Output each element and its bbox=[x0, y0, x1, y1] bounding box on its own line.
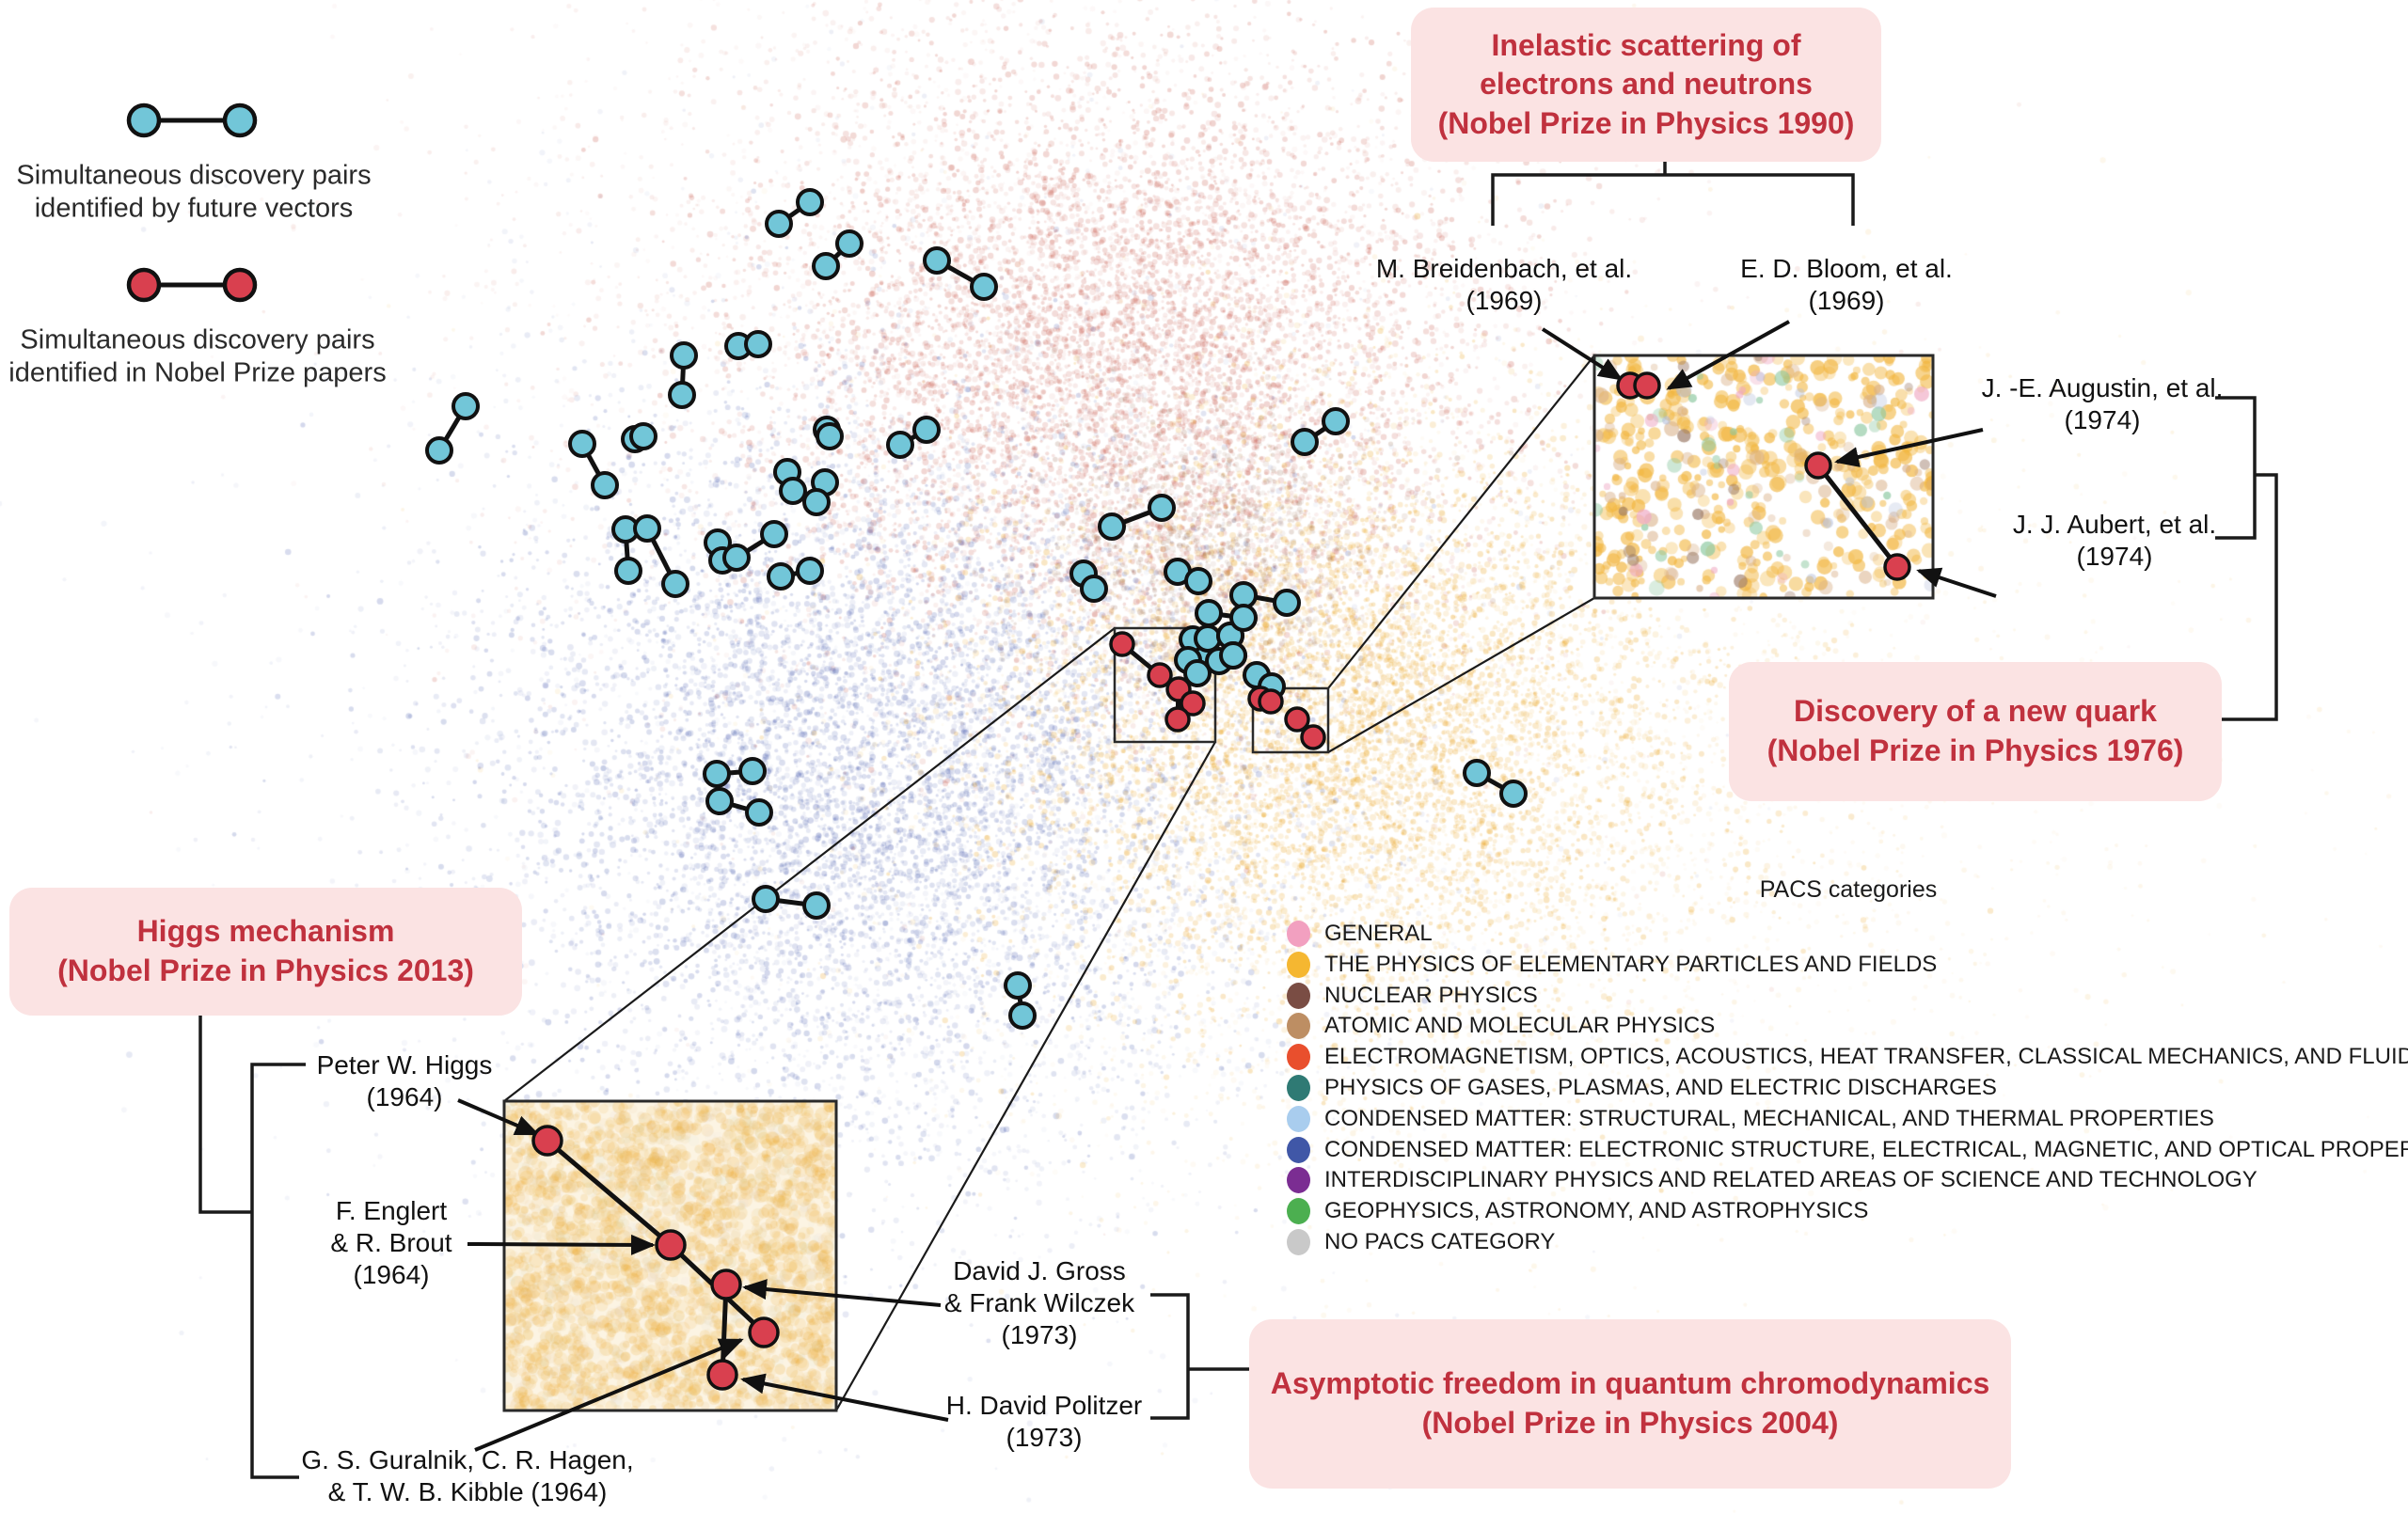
pacs-item-10: NO PACS CATEGORY bbox=[1287, 1227, 1555, 1257]
nobel-dot-icon bbox=[222, 267, 258, 303]
pacs-swatch-icon bbox=[1287, 921, 1310, 947]
pacs-swatch-icon bbox=[1287, 1229, 1310, 1255]
quark-inset-background bbox=[1594, 355, 1933, 598]
pacs-label: CONDENSED MATTER: ELECTRONIC STRUCTURE, … bbox=[1324, 1137, 2408, 1162]
pacs-item-1: THE PHYSICS OF ELEMENTARY PARTICLES AND … bbox=[1287, 950, 1937, 980]
callout-new-quark: Discovery of a new quark (Nobel Prize in… bbox=[1729, 662, 2222, 801]
pacs-item-4: ELECTROMAGNETISM, OPTICS, ACOUSTICS, HEA… bbox=[1287, 1042, 2408, 1072]
pacs-legend-title: PACS categories bbox=[1759, 876, 1938, 903]
pacs-swatch-icon bbox=[1287, 952, 1310, 978]
pacs-swatch-icon bbox=[1287, 1167, 1310, 1193]
pacs-item-8: INTERDISCIPLINARY PHYSICS AND RELATED AR… bbox=[1287, 1165, 2258, 1195]
pacs-label: INTERDISCIPLINARY PHYSICS AND RELATED AR… bbox=[1324, 1167, 2258, 1192]
label-politzer: H. David Politzer (1973) bbox=[945, 1390, 1143, 1452]
pacs-swatch-icon bbox=[1287, 1044, 1310, 1070]
pacs-label: ELECTROMAGNETISM, OPTICS, ACOUSTICS, HEA… bbox=[1324, 1044, 2408, 1069]
future-dot-icon bbox=[126, 102, 162, 138]
pacs-label: CONDENSED MATTER: STRUCTURAL, MECHANICAL… bbox=[1324, 1106, 2214, 1131]
label-higgs: Peter W. Higgs (1964) bbox=[316, 1049, 493, 1111]
future-dot-icon bbox=[222, 102, 258, 138]
pacs-label: THE PHYSICS OF ELEMENTARY PARTICLES AND … bbox=[1324, 952, 1938, 977]
pacs-item-7: CONDENSED MATTER: ELECTRONIC STRUCTURE, … bbox=[1287, 1135, 2408, 1165]
pacs-swatch-icon bbox=[1287, 1137, 1310, 1163]
pacs-item-6: CONDENSED MATTER: STRUCTURAL, MECHANICAL… bbox=[1287, 1104, 2214, 1134]
pacs-swatch-icon bbox=[1287, 1198, 1310, 1224]
label-gross-wilczek: David J. Gross & Frank Wilczek (1973) bbox=[943, 1255, 1135, 1350]
nobel-dot-icon bbox=[126, 267, 162, 303]
pacs-swatch-icon bbox=[1287, 1106, 1310, 1132]
pacs-item-3: ATOMIC AND MOLECULAR PHYSICS bbox=[1287, 1011, 1715, 1041]
pacs-swatch-icon bbox=[1287, 1075, 1310, 1101]
callout-inelastic-scattering: Inelastic scattering of electrons and ne… bbox=[1411, 8, 1881, 162]
label-bloom: E. D. Bloom, et al. (1969) bbox=[1740, 253, 1953, 315]
callout-higgs-mechanism: Higgs mechanism (Nobel Prize in Physics … bbox=[9, 888, 522, 1016]
pacs-item-9: GEOPHYSICS, ASTRONOMY, AND ASTROPHYSICS bbox=[1287, 1196, 1868, 1226]
label-breidenbach: M. Breidenbach, et al. (1969) bbox=[1375, 253, 1633, 315]
pacs-label: NO PACS CATEGORY bbox=[1324, 1229, 1556, 1254]
pacs-swatch-icon bbox=[1287, 983, 1310, 1009]
label-augustin: J. -E. Augustin, et al. (1974) bbox=[1981, 372, 2224, 434]
pacs-label: GENERAL bbox=[1324, 921, 1433, 946]
legend-future-label: Simultaneous discovery pairs identified … bbox=[16, 160, 372, 224]
label-aubert: J. J. Aubert, et al. (1974) bbox=[2012, 509, 2217, 571]
pacs-item-0: GENERAL bbox=[1287, 919, 1433, 949]
label-englert-brout: F. Englert & R. Brout (1964) bbox=[330, 1195, 452, 1290]
nobel-pair-key-glyph bbox=[126, 267, 258, 303]
pacs-item-5: PHYSICS OF GASES, PLASMAS, AND ELECTRIC … bbox=[1287, 1073, 1997, 1103]
pacs-label: PHYSICS OF GASES, PLASMAS, AND ELECTRIC … bbox=[1324, 1075, 1997, 1100]
higgs-inset-background bbox=[504, 1101, 836, 1411]
future-pair-key-glyph bbox=[126, 102, 258, 138]
pacs-label: ATOMIC AND MOLECULAR PHYSICS bbox=[1324, 1013, 1716, 1038]
pacs-item-2: NUCLEAR PHYSICS bbox=[1287, 981, 1538, 1011]
pacs-swatch-icon bbox=[1287, 1013, 1310, 1039]
pacs-label: GEOPHYSICS, ASTRONOMY, AND ASTROPHYSICS bbox=[1324, 1198, 1869, 1223]
legend-nobel-label: Simultaneous discovery pairs identified … bbox=[8, 324, 387, 388]
pacs-label: NUCLEAR PHYSICS bbox=[1324, 983, 1538, 1008]
label-guralnik-hagen-kibble: G. S. Guralnik, C. R. Hagen, & T. W. B. … bbox=[301, 1444, 634, 1506]
callout-asymptotic-freedom: Asymptotic freedom in quantum chromodyna… bbox=[1249, 1319, 2011, 1489]
